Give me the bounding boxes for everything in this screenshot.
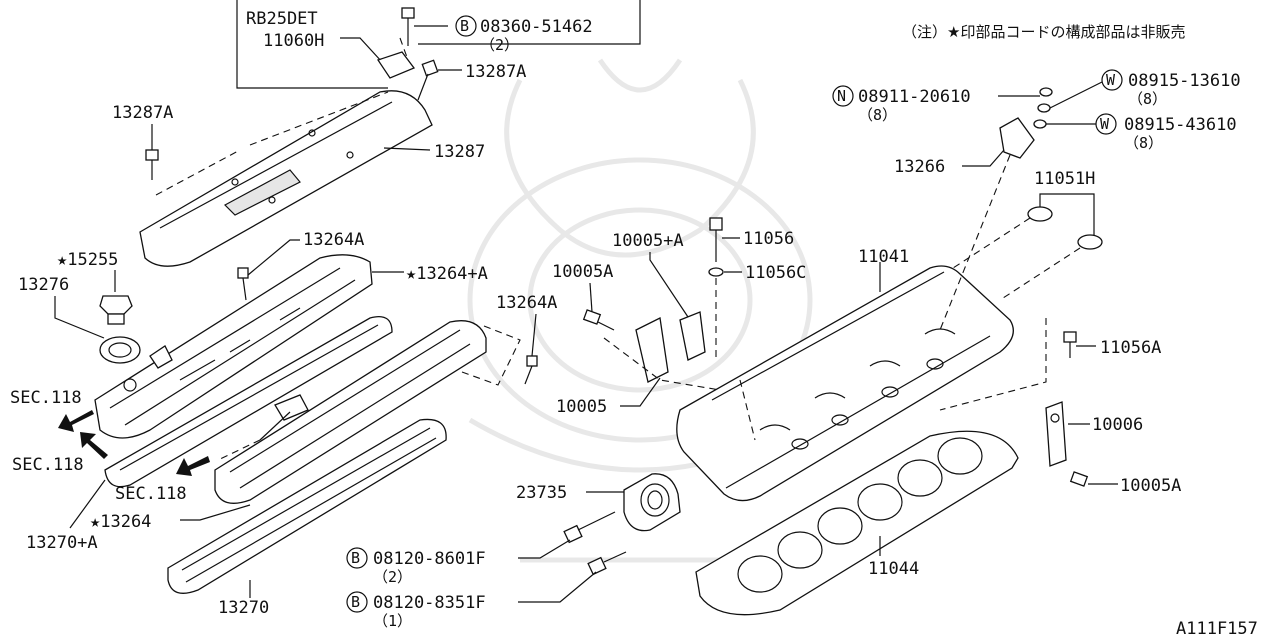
ref-symbol: W [1100, 115, 1110, 133]
callout-10006: 10006 [1092, 415, 1143, 435]
ref-symbol: B [460, 17, 469, 35]
sec118-arrows: SEC.118 SEC.118 SEC.118 [10, 388, 210, 504]
callout-11060h: 11060H [263, 31, 324, 51]
ref-code: 08120-8351F [373, 593, 486, 613]
ref-qty: （1） [373, 612, 412, 630]
ref-symbol: B [351, 593, 360, 611]
ref-08360-51462: B 08360-51462 （2） [455, 15, 593, 54]
callout-13264: ★13264 [90, 512, 151, 532]
ref-08120-8601f: B 08120-8601F （2） [346, 539, 571, 586]
callout-13270pa: 13270+A [26, 533, 98, 553]
ref-symbol: B [351, 549, 360, 567]
gasket-13270pa: 13270+A [26, 315, 393, 553]
callout-10005pa: 10005+A [612, 231, 684, 251]
callout-13287a-left: 13287A [112, 103, 173, 123]
variant-engine-label: RB25DET [246, 9, 318, 29]
ref-symbol: N [837, 87, 846, 105]
oil-cap-15255: ★15255 13276 [18, 250, 141, 364]
bolt-11056a: 11056A [939, 318, 1161, 411]
bolt-13287a-left: 13287A [112, 103, 173, 180]
bracket-10005: 10005A 10005+A 10005 [552, 231, 721, 417]
callout-13276: 13276 [18, 275, 69, 295]
callout-13264a-1: 13264A [303, 230, 364, 250]
plugs-11051h: 11051H [949, 169, 1103, 301]
ref-code: 08360-51462 [480, 17, 593, 37]
bolt-08120-8601f [563, 511, 616, 544]
ref-qty: （8） [858, 106, 897, 124]
head-gasket-11044: 11044 [695, 430, 1019, 616]
ref-08915-43610: W 08915-43610 （8） [1046, 113, 1237, 152]
callout-15255: ★15255 [57, 250, 118, 270]
coil-cover-13287: 13287 [139, 90, 485, 267]
bolt-13264a-upper: 13264A [237, 230, 364, 301]
ref-qty: （8） [1124, 134, 1163, 152]
bolt-08120-8351f [587, 551, 627, 576]
callout-13287: 13287 [434, 142, 485, 162]
callout-11056: 11056 [743, 229, 794, 249]
bolt-13264a-middle: 13264A [461, 293, 557, 386]
note-text: （注）★印部品コードの構成部品は非販売 [902, 23, 1185, 41]
callout-11056c: 11056C [745, 263, 806, 283]
bracket-13266: 13266 [894, 87, 1053, 331]
callout-23735: 23735 [516, 483, 567, 503]
callout-13270: 13270 [218, 598, 269, 618]
ref-code: 08915-13610 [1128, 71, 1241, 91]
callout-10005a-1: 10005A [552, 262, 613, 282]
bolt-08360 [401, 7, 448, 46]
variant-box: RB25DET 11060H [236, 0, 641, 89]
ref-qty: （2） [480, 36, 519, 54]
callout-sec118-1: SEC.118 [10, 388, 82, 408]
ref-08911-20610: N 08911-20610 （8） [832, 85, 1040, 124]
rocker-cover-13264: ★13264 [90, 320, 487, 532]
callout-sec118-3: SEC.118 [115, 484, 187, 504]
callout-13287a-top: 13287A [465, 62, 526, 82]
callout-10005: 10005 [556, 397, 607, 417]
ref-code: 08915-43610 [1124, 115, 1237, 135]
callout-11051h: 11051H [1034, 169, 1095, 189]
gasket-13270: 13270 [167, 418, 447, 618]
bolt-11056: 11056 11056C [708, 217, 806, 360]
callout-sec118-2: SEC.118 [12, 455, 84, 475]
bracket-10006: 10006 10005A [1045, 401, 1181, 496]
callout-11044: 11044 [868, 559, 919, 579]
ref-symbol: W [1106, 71, 1116, 89]
cylinder-head-11041: 11041 [676, 247, 1014, 502]
callout-10005a-2: 10005A [1120, 476, 1181, 496]
callout-11056a: 11056A [1100, 338, 1161, 358]
sensor-23735: 23735 [516, 473, 681, 532]
bolt-13287a-top: 13287A [417, 59, 526, 101]
callout-13264pa: ★13264+A [406, 264, 488, 284]
ref-08915-13610: W 08915-13610 （8） [1049, 69, 1241, 109]
ref-qty: （8） [1128, 90, 1167, 108]
ref-code: 08120-8601F [373, 549, 486, 569]
ref-qty: （2） [373, 568, 412, 586]
diagram-code: A111F157 [1176, 619, 1258, 639]
ref-code: 08911-20610 [858, 87, 971, 107]
ref-08120-8351f: B 08120-8351F （1） [346, 571, 597, 630]
rocker-cover-13264pa: ★13264+A [94, 254, 488, 439]
callout-11041: 11041 [858, 247, 909, 267]
callout-13264a-2: 13264A [496, 293, 557, 313]
callout-13266: 13266 [894, 157, 945, 177]
